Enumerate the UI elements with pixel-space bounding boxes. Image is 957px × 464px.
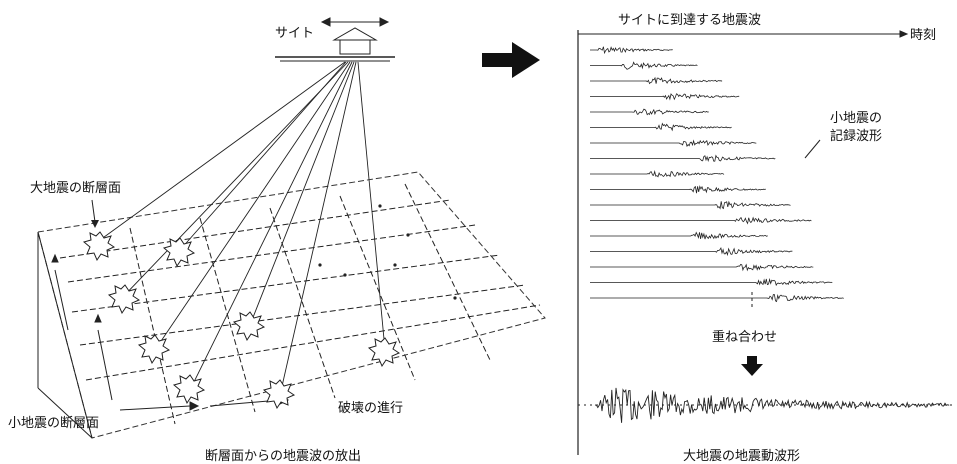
right-caption: 大地震の地震動波形: [683, 449, 800, 464]
waveform-trace: [590, 185, 766, 194]
fault-plane-pointer: [91, 199, 96, 223]
composite-waveform: [594, 387, 950, 423]
waveform-trace: [590, 108, 709, 116]
record-label-line2: 記録波形: [830, 128, 882, 144]
waveform-trace: [590, 200, 791, 210]
right-arrow-icon: [482, 42, 540, 78]
arrival-header: サイトに到達する地震波: [618, 13, 761, 28]
waveform-trace: [590, 61, 698, 70]
waveform-trace: [590, 170, 725, 178]
waveform-trace: [590, 216, 812, 225]
superpose-label: 重ね合わせ: [712, 329, 777, 345]
fault-plane-label: 大地震の断層面: [30, 181, 121, 196]
site-label: サイト: [275, 26, 314, 41]
record-label-line1: 小地震の: [830, 111, 882, 126]
grid-dots: [318, 204, 457, 300]
record-pointer: [804, 139, 821, 159]
site-structure: [275, 17, 395, 62]
right-panel: [577, 30, 955, 455]
waveform-trace: [590, 93, 740, 101]
fault-wedge: [37, 231, 113, 439]
time-label: 時刻: [910, 28, 936, 43]
rupture-label: 破壊の進行: [338, 401, 403, 416]
source-starbursts: [82, 231, 401, 410]
waveform-trace: [590, 293, 844, 303]
left-panel: [37, 17, 546, 439]
waveform-trace: [590, 246, 793, 257]
small-fault-label: 小地震の断層面: [8, 416, 99, 431]
waveform-trace: [590, 139, 757, 148]
waveform-trace: [590, 154, 776, 163]
waveform-trace: [590, 231, 768, 240]
waveform-trace: [590, 263, 814, 272]
waveform-trace: [590, 122, 732, 132]
down-arrow-icon: [741, 356, 763, 376]
waveform-trace: [590, 277, 833, 287]
wave-rays: [99, 61, 386, 396]
left-caption: 断層面からの地震波の放出: [205, 449, 361, 464]
waveform-trace: [590, 46, 673, 55]
waveform-trace: [590, 76, 723, 85]
waveform-traces: [590, 46, 844, 303]
